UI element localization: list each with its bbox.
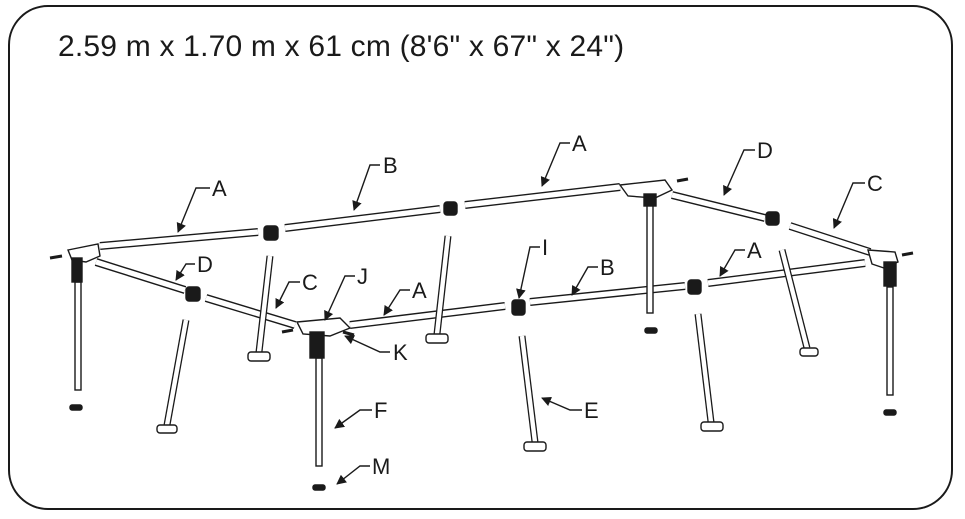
callout-arrow-i [516,246,540,299]
beam-a-back-right [464,183,621,209]
label-c-right: C [867,171,883,196]
t-joint-front-center [511,299,526,316]
callout-arrow-b-back [352,164,380,211]
label-b-back: B [383,153,398,178]
callout-arrow-a-back-right [540,142,570,187]
leg-back-corner [644,204,658,334]
callout-arrow-k [344,335,390,353]
label-k: K [393,340,408,365]
leg-right-corner [883,286,897,416]
leg-front-corner [312,357,326,491]
callout-arrow-b-front [571,266,598,296]
label-e: E [584,398,599,423]
t-joint-left-side [185,286,201,302]
leg-left-corner [69,281,83,411]
support-back-left [247,255,274,362]
corner-joint-right [867,249,914,287]
corner-joint-left [49,243,101,283]
beam-b-back [284,205,441,232]
support-front-right [694,313,724,432]
label-c-left: C [302,270,318,295]
callout-arrow-f [334,409,372,429]
beam-d-right [671,191,766,222]
beam-c-left [204,294,297,329]
label-a-front-right: A [747,238,762,263]
beam-c-right [788,222,872,256]
callout-arrow-j [324,275,355,321]
callout-arrow-m [336,465,370,485]
label-d-right: D [757,138,773,163]
label-a-front-left: A [412,278,427,303]
label-d-left: D [197,252,213,277]
t-joint-back-center [443,201,458,216]
support-back-center [425,235,452,344]
diagram-frame [8,5,953,510]
label-a-back-right: A [572,131,587,156]
beam-d-left [94,258,187,294]
corner-joint-back [618,177,689,207]
t-joint-front-right [687,279,702,295]
diagram-title: 2.59 m x 1.70 m x 61 cm (8'6" x 67" x 24… [58,30,625,63]
callout-arrow-a-front-right [719,249,745,277]
support-left-side [156,319,190,434]
callout-arrow-d-right [723,149,755,196]
support-front-center [518,335,547,452]
callout-arrow-d-left [175,263,195,281]
beam-a-back-left [99,228,259,250]
label-m: M [372,454,390,479]
callout-arrow-c-right [832,182,865,229]
label-a-back-left: A [212,176,227,201]
label-b-front: B [600,255,615,280]
beam-b-front [529,282,686,306]
callout-arrow-a-front-left [383,289,410,316]
label-i: I [542,235,548,260]
label-j: J [357,264,368,289]
t-joint-right-side [765,211,780,226]
support-right-side [778,249,819,357]
t-joint-back-left [263,225,279,241]
callout-arrow-e [541,396,582,411]
callout-arrow-c-left [275,281,300,309]
label-f: F [374,398,387,423]
callout-arrow-a-back-left [176,187,210,233]
beam-a-front-left [349,302,506,329]
